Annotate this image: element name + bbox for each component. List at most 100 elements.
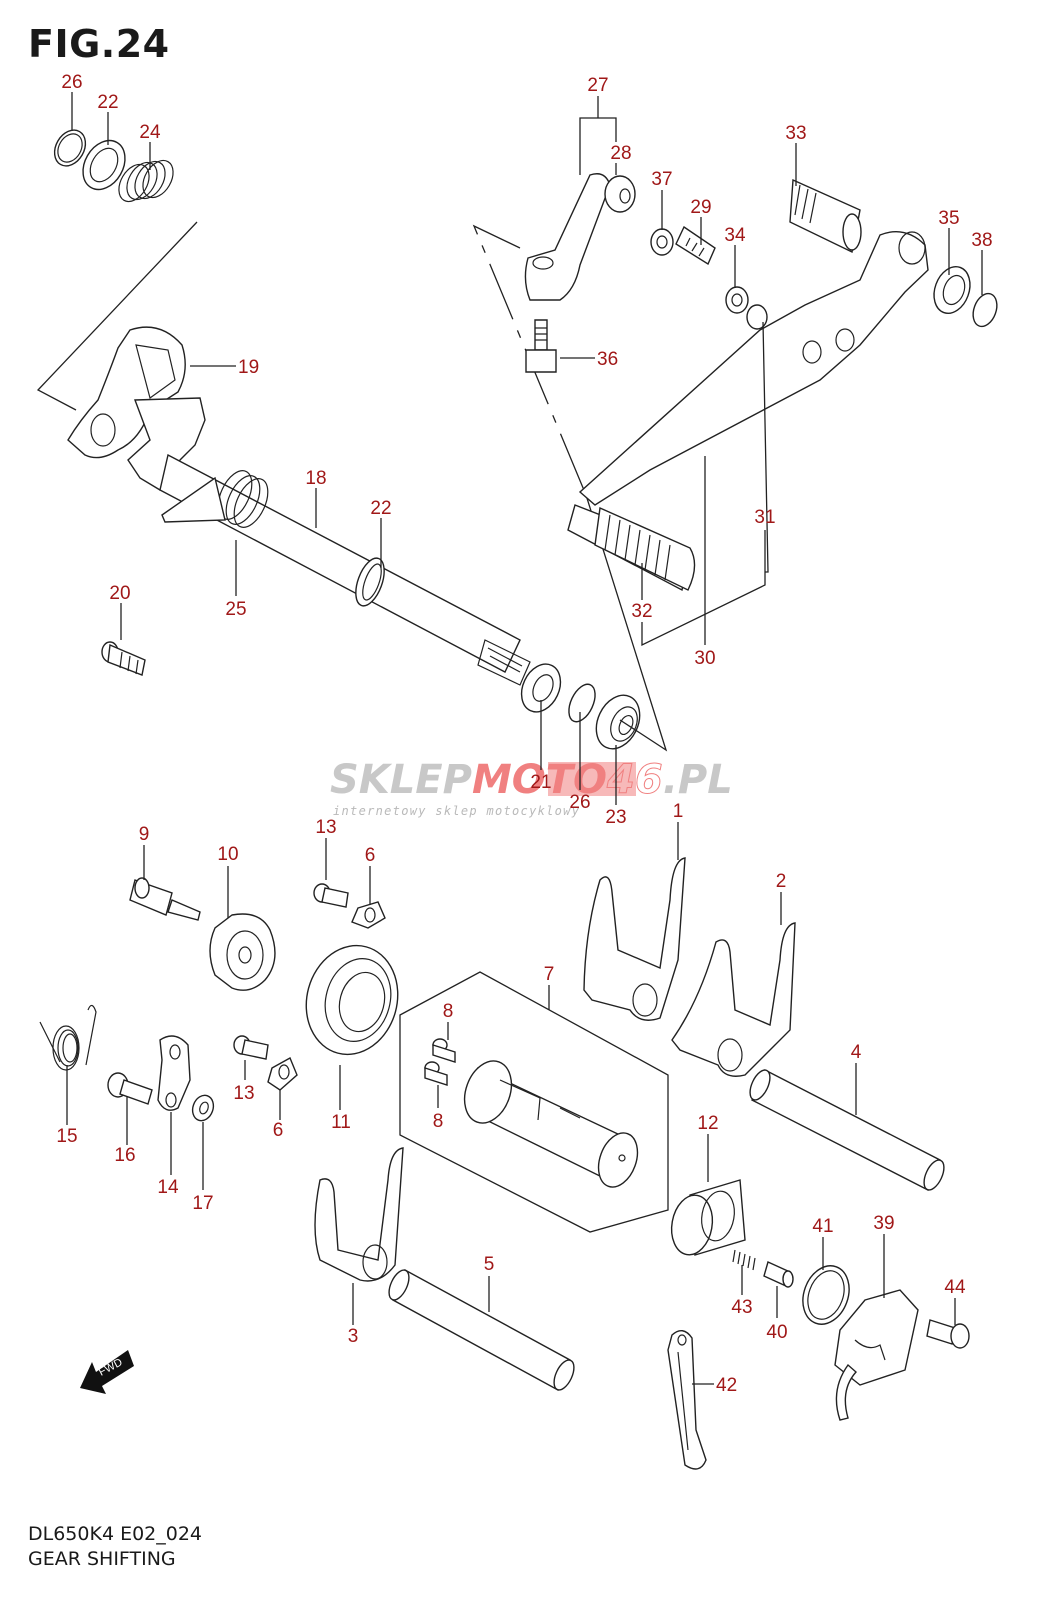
part-spring-24[interactable] (113, 155, 180, 207)
part-washer-21[interactable] (514, 658, 568, 719)
part-arm-19[interactable] (67, 326, 186, 459)
callout-31[interactable]: 31 (754, 507, 775, 528)
callout-21[interactable]: 21 (530, 772, 551, 793)
part-circlip-26-shaft[interactable] (564, 680, 601, 726)
callout-29[interactable]: 29 (690, 197, 711, 218)
callout-32[interactable]: 32 (631, 601, 652, 622)
part-o-ring-41[interactable] (795, 1259, 857, 1330)
callout-9[interactable]: 9 (139, 824, 150, 845)
part-fork-shaft-4[interactable] (746, 1067, 948, 1193)
callout-27[interactable]: 27 (587, 75, 608, 96)
part-spring-25[interactable] (161, 466, 275, 533)
callout-36[interactable]: 36 (597, 349, 618, 370)
callout-22[interactable]: 22 (370, 498, 391, 519)
part-fork-3[interactable] (314, 1147, 404, 1282)
part-pin-40[interactable] (763, 1261, 794, 1288)
callout-37[interactable]: 37 (651, 169, 672, 190)
callout-26[interactable]: 26 (61, 72, 82, 93)
part-fork-shaft-5[interactable] (385, 1267, 578, 1393)
part-drum-7[interactable] (456, 1054, 644, 1192)
callout-22[interactable]: 22 (97, 92, 118, 113)
callout-43[interactable]: 43 (731, 1297, 752, 1318)
part-spring-43[interactable] (732, 1249, 756, 1271)
part-bearing-11[interactable] (294, 935, 409, 1065)
callout-23[interactable]: 23 (605, 807, 626, 828)
callout-16[interactable]: 16 (114, 1145, 135, 1166)
part-washer-22-top[interactable] (75, 133, 134, 197)
part-spring-15[interactable] (39, 1004, 97, 1071)
leader-lines (66, 92, 983, 1385)
group-bracket-lever-top (472, 224, 587, 496)
callout-13[interactable]: 13 (233, 1083, 254, 1104)
part-pin-8-bottom[interactable] (424, 1061, 448, 1086)
part-fork-2[interactable] (671, 922, 796, 1077)
callout-28[interactable]: 28 (610, 143, 631, 164)
part-pin-31[interactable] (746, 304, 768, 330)
callout-8[interactable]: 8 (433, 1111, 444, 1132)
callout-1[interactable]: 1 (673, 801, 684, 822)
callout-38[interactable]: 38 (971, 230, 992, 251)
callout-3[interactable]: 3 (348, 1326, 359, 1347)
part-lever-30[interactable] (578, 231, 929, 506)
part-circlip-26[interactable] (48, 125, 91, 172)
callout-26[interactable]: 26 (569, 792, 590, 813)
part-plate-6-bottom[interactable] (267, 1057, 298, 1091)
part-nut-37[interactable] (650, 228, 674, 256)
part-bolt-33[interactable] (789, 178, 862, 254)
part-washer-17[interactable] (189, 1092, 217, 1123)
callout-35[interactable]: 35 (938, 208, 959, 229)
part-circlip-38[interactable] (969, 290, 1001, 329)
callout-17[interactable]: 17 (192, 1193, 213, 1214)
part-screw-13-bottom[interactable] (233, 1035, 269, 1060)
callout-6[interactable]: 6 (365, 845, 376, 866)
callout-20[interactable]: 20 (109, 583, 130, 604)
part-bolt-9[interactable] (129, 877, 201, 921)
part-fork-1[interactable] (583, 857, 686, 1021)
callout-5[interactable]: 5 (484, 1254, 495, 1275)
part-bolt-36[interactable] (525, 319, 557, 373)
callout-6[interactable]: 6 (273, 1120, 284, 1141)
part-pin-8-top[interactable] (432, 1038, 456, 1063)
part-cam-10[interactable] (209, 913, 276, 991)
part-plate-6-top[interactable] (351, 901, 386, 929)
callout-10[interactable]: 10 (217, 844, 238, 865)
callout-18[interactable]: 18 (305, 468, 326, 489)
callout-34[interactable]: 34 (724, 225, 746, 246)
part-oil-seal-23[interactable] (588, 688, 648, 756)
part-washer-35[interactable] (928, 262, 976, 319)
part-clamp-42[interactable] (667, 1330, 707, 1470)
part-bolt-16[interactable] (107, 1072, 153, 1105)
callout-14[interactable]: 14 (157, 1177, 179, 1198)
part-sensor-39[interactable] (834, 1289, 919, 1421)
part-footpeg-rubber-32[interactable] (567, 504, 696, 592)
callout-25[interactable]: 25 (225, 599, 246, 620)
callout-40[interactable]: 40 (766, 1322, 787, 1343)
callout-13[interactable]: 13 (315, 817, 336, 838)
callout-39[interactable]: 39 (873, 1213, 894, 1234)
callout-7[interactable]: 7 (544, 964, 555, 985)
callout-19[interactable]: 19 (238, 357, 259, 378)
part-washer-22-shaft[interactable] (350, 554, 390, 609)
callout-4[interactable]: 4 (851, 1042, 862, 1063)
callout-12[interactable]: 12 (697, 1113, 718, 1134)
callout-8[interactable]: 8 (443, 1001, 454, 1022)
part-bearing-12[interactable] (667, 1179, 746, 1258)
part-stopper-14[interactable] (157, 1035, 191, 1111)
model-code: DL650K4 E02_024 (28, 1523, 203, 1545)
part-bolt-20[interactable] (101, 641, 146, 676)
callout-24[interactable]: 24 (139, 122, 161, 143)
callout-15[interactable]: 15 (56, 1126, 77, 1147)
callout-44[interactable]: 44 (944, 1277, 966, 1298)
callout-41[interactable]: 41 (812, 1216, 833, 1237)
callout-33[interactable]: 33 (785, 123, 806, 144)
part-bolt-44[interactable] (926, 1319, 970, 1349)
part-rod-29[interactable] (675, 225, 716, 266)
part-nut-34[interactable] (725, 286, 749, 314)
callout-30[interactable]: 30 (694, 648, 715, 669)
callout-42[interactable]: 42 (716, 1375, 737, 1396)
part-screw-13-top[interactable] (313, 883, 349, 908)
part-shaft-18[interactable] (127, 397, 531, 686)
part-link-rod-27[interactable] (524, 173, 636, 301)
callout-2[interactable]: 2 (776, 871, 787, 892)
callout-11[interactable]: 11 (331, 1112, 351, 1133)
